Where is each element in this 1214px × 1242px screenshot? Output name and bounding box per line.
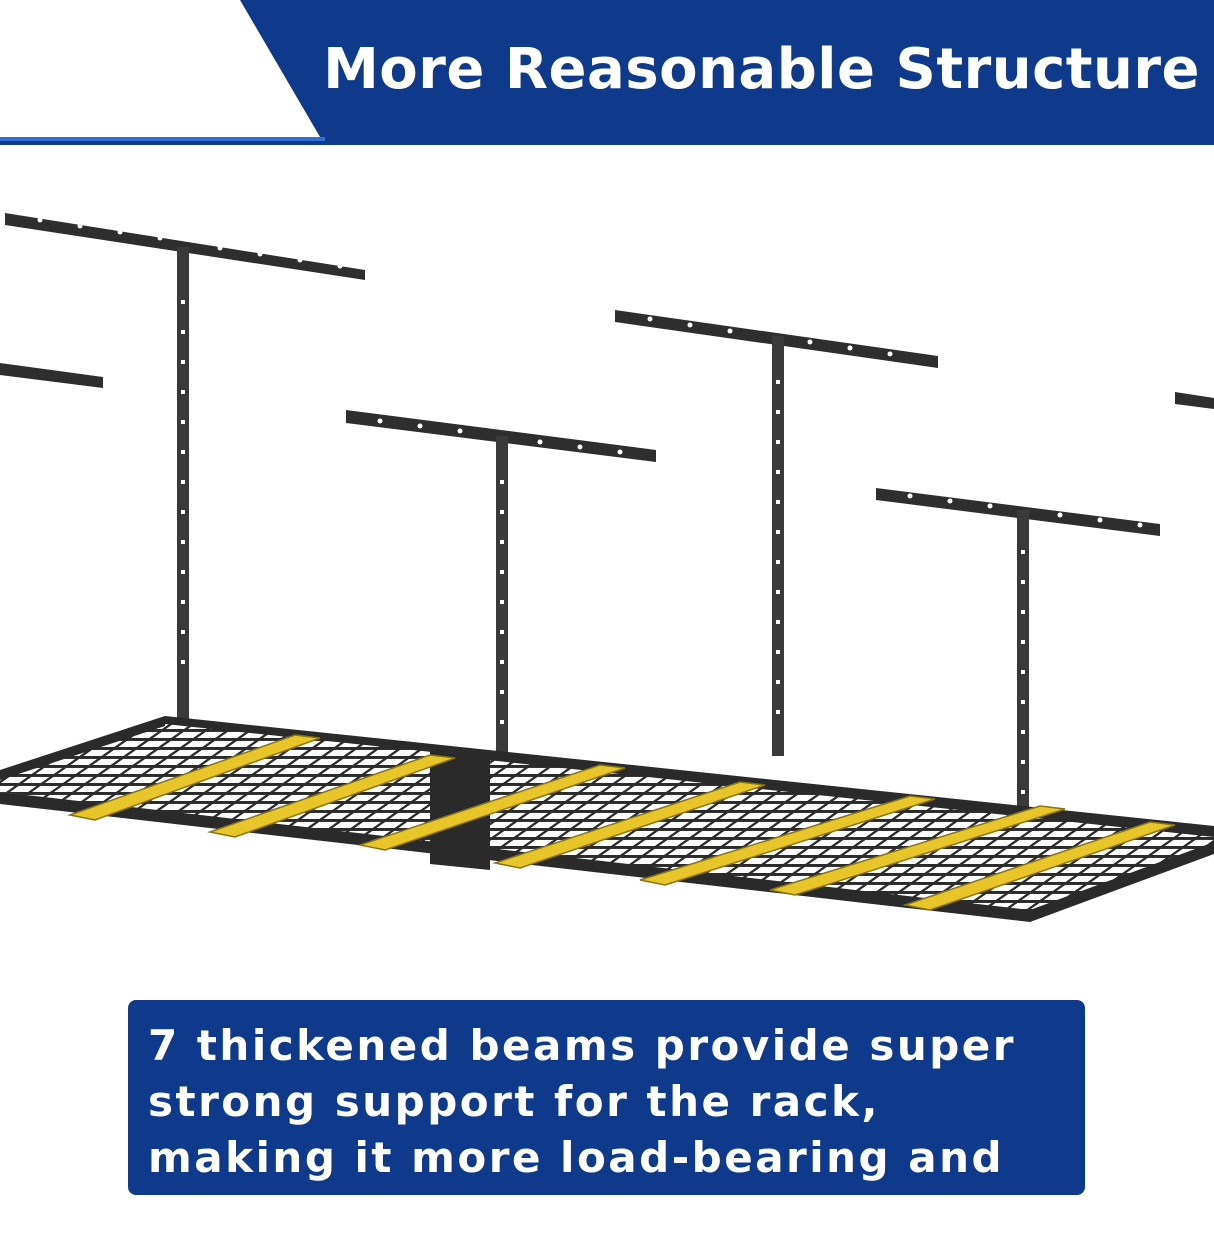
caption-box: 7 thickened beams provide super strong s… (128, 1000, 1085, 1238)
product-image (0, 180, 1214, 964)
header-banner: More Reasonable Structure (0, 0, 1214, 145)
header-band-shape (0, 0, 1214, 145)
overhead-storage-rack-icon (0, 213, 1214, 922)
page-title: More Reasonable Structure (323, 37, 1200, 102)
caption-text: 7 thickened beams provide super strong s… (148, 1021, 1016, 1238)
